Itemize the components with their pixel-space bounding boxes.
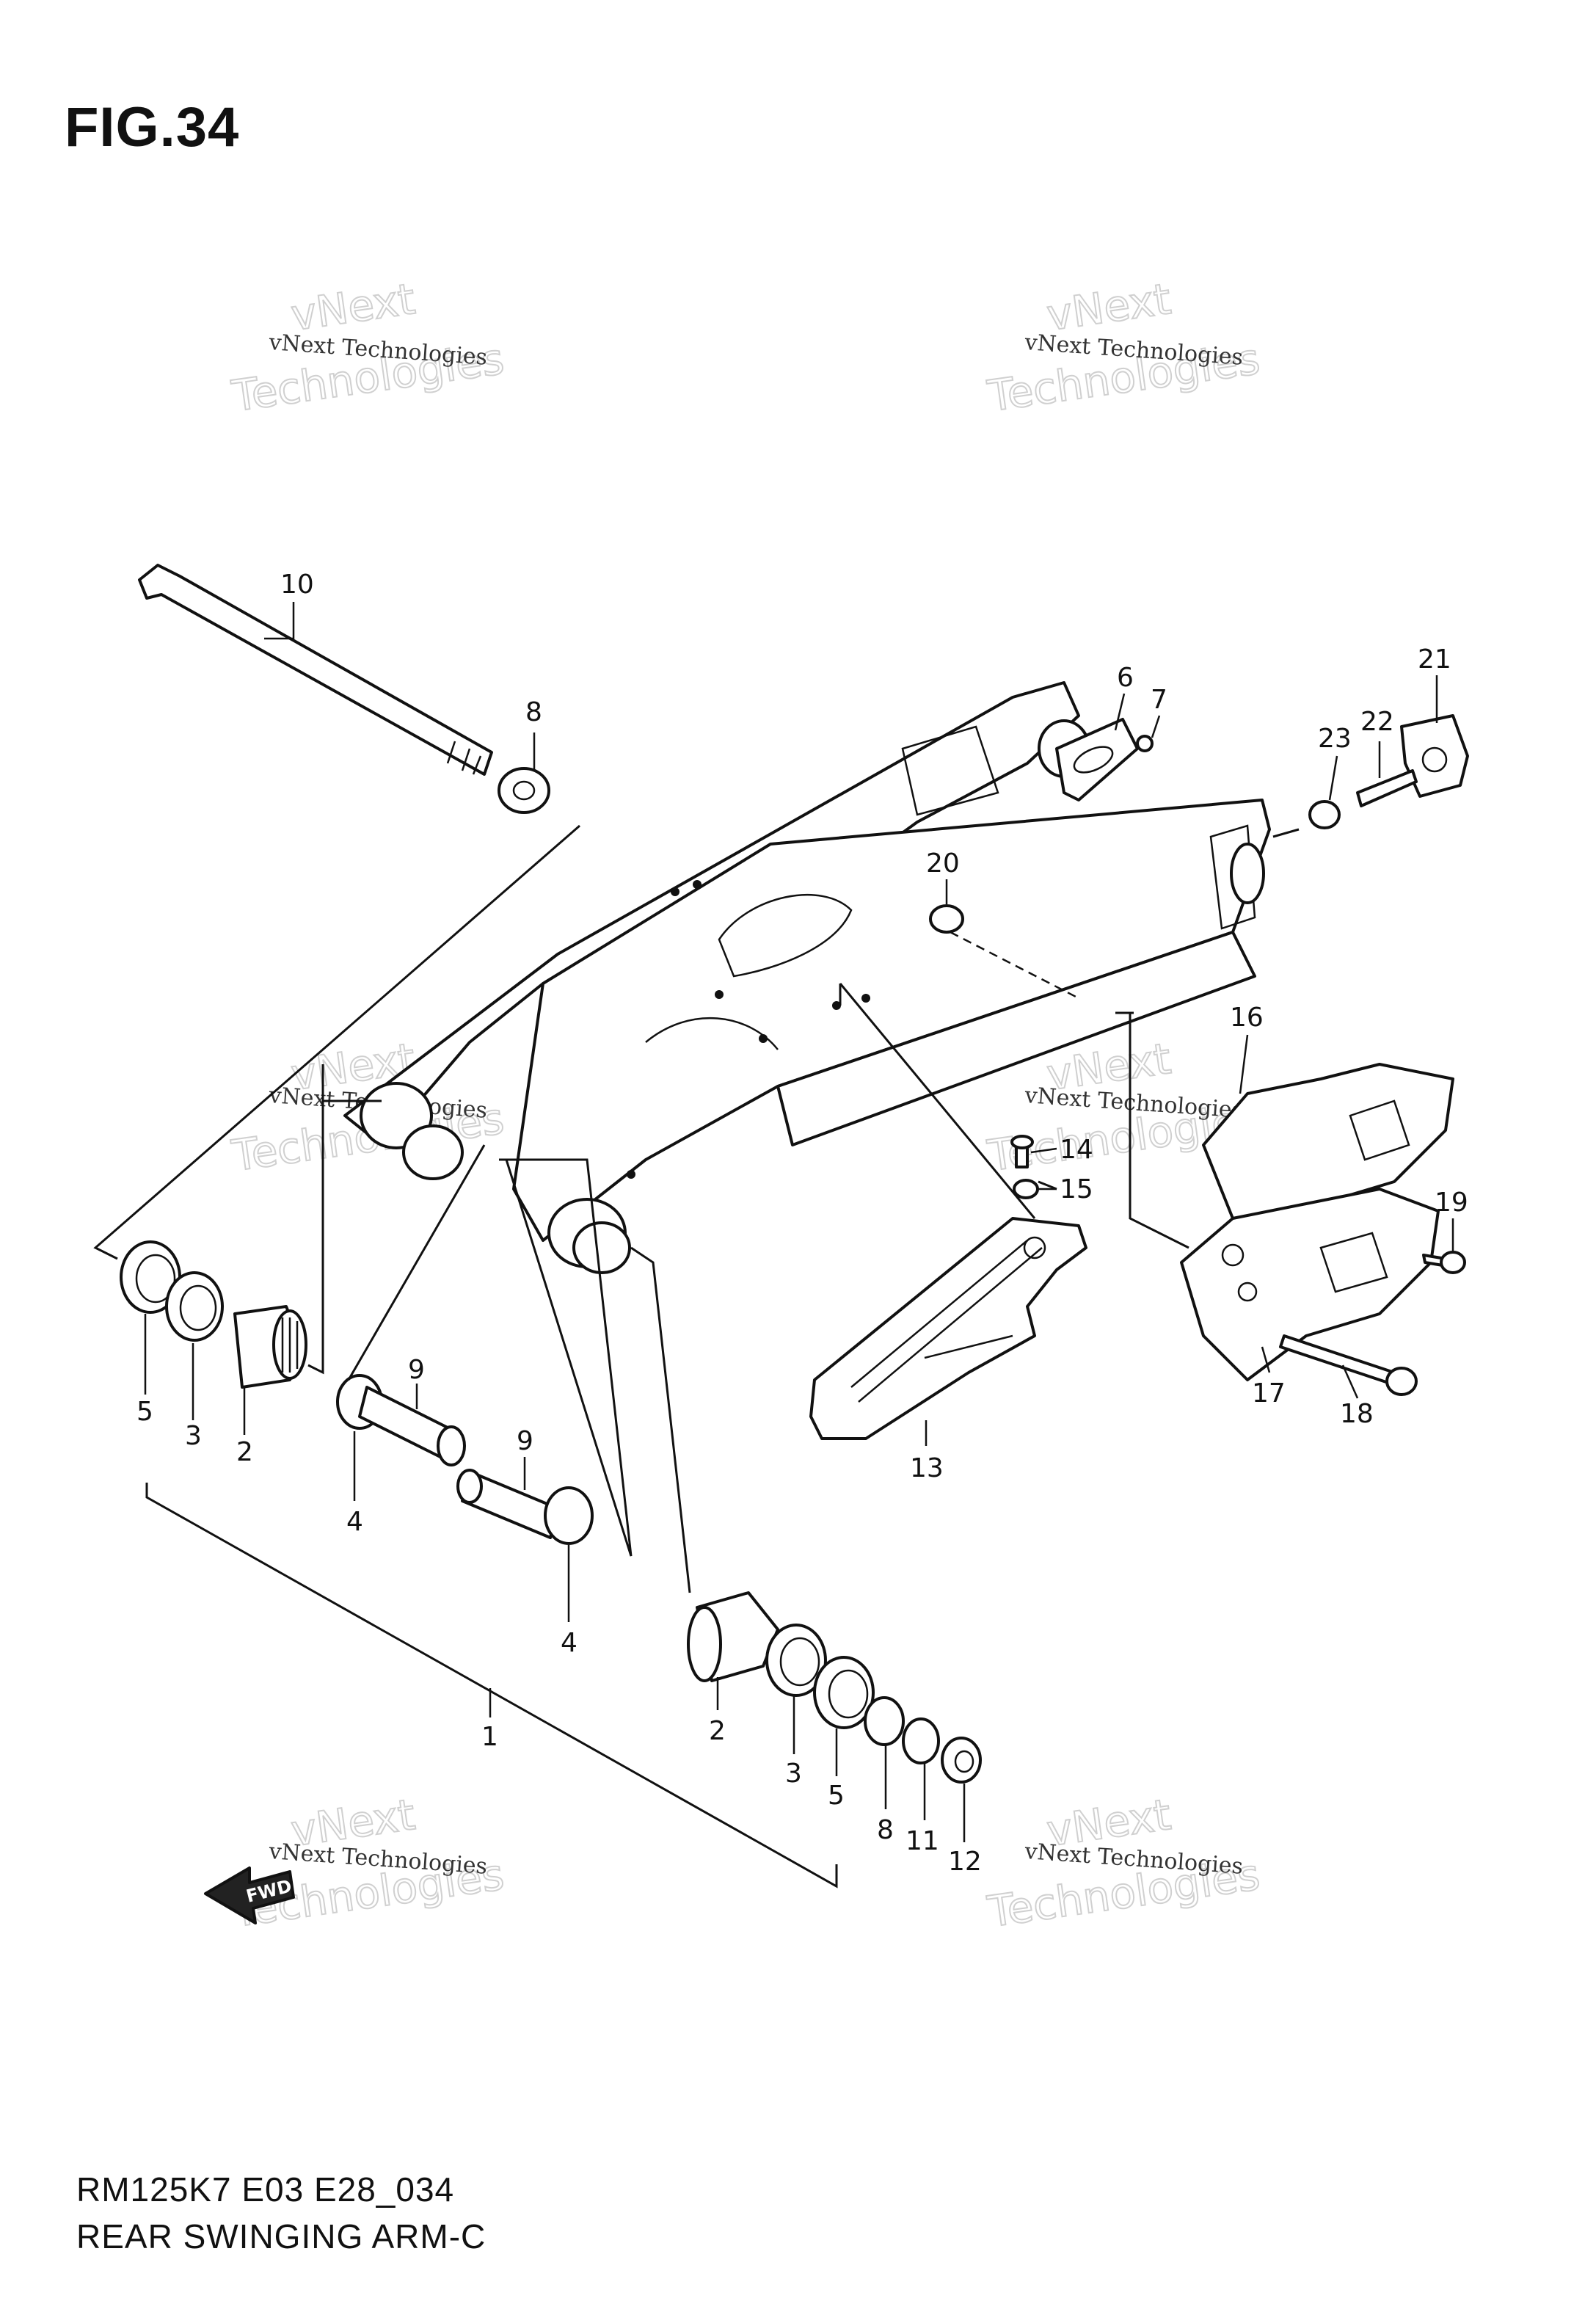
dust-seal-right-inner bbox=[828, 1669, 869, 1719]
diagram-code: RM125K7 E03 E28_034 bbox=[76, 2170, 455, 2209]
callout-20: 20 bbox=[926, 848, 960, 879]
watermark-top-right: Technologies vNext vNext Technologies bbox=[983, 273, 1263, 422]
callout-16: 16 bbox=[1230, 1003, 1264, 1033]
spacer-b-end bbox=[456, 1469, 483, 1504]
oil-seal-right-inner bbox=[779, 1637, 820, 1687]
callout-1: 1 bbox=[481, 1722, 498, 1752]
callout-6: 6 bbox=[1117, 663, 1134, 693]
guide-bolt bbox=[1279, 1334, 1396, 1385]
callout-5-left: 5 bbox=[136, 1397, 153, 1427]
pivot-axle bbox=[138, 564, 493, 776]
callout-14: 14 bbox=[1060, 1135, 1093, 1165]
diagram-title: REAR SWINGING ARM-C bbox=[76, 2217, 487, 2255]
callout-4-a: 4 bbox=[346, 1507, 363, 1537]
watermark-bottom-right: Technologies vNext vNext Technologies bbox=[983, 1789, 1263, 1938]
callout-3-right: 3 bbox=[785, 1759, 802, 1789]
washer-11 bbox=[902, 1717, 940, 1764]
oil-seal-left-inner bbox=[179, 1284, 217, 1331]
callout-13: 13 bbox=[910, 1453, 944, 1483]
assembly-lines bbox=[93, 824, 1300, 1889]
leader-lines bbox=[144, 602, 1454, 1842]
watermark-big-text: vNext bbox=[288, 274, 418, 341]
chain-guide bbox=[1180, 1063, 1454, 1381]
callout-8-top: 8 bbox=[525, 697, 542, 727]
nut-12 bbox=[941, 1737, 982, 1784]
callout-2-left: 2 bbox=[236, 1437, 253, 1467]
callout-10: 10 bbox=[280, 570, 314, 600]
callout-11: 11 bbox=[906, 1826, 939, 1856]
guide-screw-head bbox=[1440, 1251, 1466, 1274]
callout-labels: 10 8 6 7 21 22 23 20 16 14 15 19 17 18 1… bbox=[136, 570, 1468, 1877]
adjuster-nut bbox=[1308, 800, 1341, 829]
adjuster-plate bbox=[1055, 718, 1139, 801]
callout-15: 15 bbox=[1060, 1174, 1093, 1204]
callout-21: 21 bbox=[1418, 644, 1451, 675]
callout-18: 18 bbox=[1340, 1399, 1374, 1429]
callout-5-right: 5 bbox=[828, 1781, 845, 1811]
bearing-left-rollers bbox=[281, 1317, 299, 1373]
watermark-bottom-left: Technologies vNext vNext Technologies bbox=[227, 1789, 507, 1938]
callout-9-a: 9 bbox=[408, 1355, 425, 1385]
spacer-washer-b bbox=[544, 1486, 594, 1545]
dust-seal-left-inner bbox=[135, 1254, 176, 1304]
spacer-a-end bbox=[437, 1425, 466, 1466]
nut-12-hole bbox=[954, 1750, 974, 1773]
callout-8-bottom: 8 bbox=[877, 1815, 894, 1845]
nut-20 bbox=[929, 904, 964, 934]
callout-17: 17 bbox=[1252, 1378, 1286, 1408]
adjuster-plate-slot bbox=[1073, 746, 1114, 774]
washer-top-hole bbox=[512, 780, 536, 801]
watermark-top-left: Technologies vNext vNext Technologies bbox=[227, 273, 507, 422]
figure-title: FIG.34 bbox=[65, 96, 240, 159]
callout-22: 22 bbox=[1360, 707, 1394, 737]
bearing-right-end bbox=[687, 1606, 722, 1682]
washer-bottom bbox=[864, 1696, 905, 1746]
washer-top bbox=[498, 767, 550, 814]
guide-bolt-head bbox=[1385, 1367, 1418, 1396]
callout-23: 23 bbox=[1318, 724, 1352, 754]
watermark-big-text: vNext bbox=[1043, 274, 1173, 341]
forward-arrow: FWD bbox=[204, 1866, 295, 1924]
callout-4-b: 4 bbox=[561, 1628, 577, 1658]
callout-9-b: 9 bbox=[517, 1426, 533, 1456]
slider-washer bbox=[1013, 1179, 1039, 1199]
swing-arm bbox=[343, 681, 1271, 1274]
chain-adjuster-block-hole bbox=[1421, 746, 1448, 773]
chain-slider bbox=[809, 1217, 1087, 1440]
adjuster-bolt bbox=[1356, 769, 1418, 807]
chain-adjuster-block bbox=[1400, 714, 1469, 798]
callout-7: 7 bbox=[1151, 685, 1167, 715]
callout-2-right: 2 bbox=[709, 1716, 726, 1746]
slider-screw-head bbox=[1010, 1135, 1034, 1149]
plate-screw bbox=[1136, 735, 1154, 752]
callout-3-left: 3 bbox=[185, 1421, 202, 1451]
callout-19: 19 bbox=[1435, 1188, 1468, 1218]
callout-12: 12 bbox=[948, 1847, 982, 1877]
